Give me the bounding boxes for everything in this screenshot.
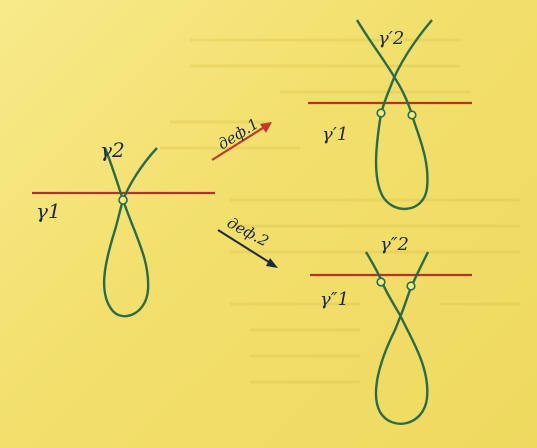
deformed2-right-point	[406, 281, 416, 291]
original-label-upper: γ2	[100, 138, 125, 162]
deformed1-left-point	[376, 108, 386, 118]
deformed2-left-point	[376, 277, 386, 287]
deformed2-label-upper: γ″2	[380, 234, 409, 255]
deformed1-right-point	[407, 110, 417, 120]
deformed2-loop-curve	[364, 251, 430, 425]
deformed1-loop-curve	[355, 19, 433, 211]
arrow-def2: деф.2	[217, 214, 278, 268]
original-intersection-point	[118, 195, 128, 205]
figure-deformed-2: γ″2 γ″1	[310, 234, 472, 425]
deformed1-label-lower: γ′1	[322, 124, 348, 145]
figure-original: γ2 γ1	[32, 138, 215, 318]
deformed2-label-lower: γ″1	[320, 289, 349, 310]
background-text-texture	[160, 38, 520, 384]
original-loop-curve	[102, 147, 158, 318]
figure-deformed-1: γ′2 γ′1	[308, 19, 472, 211]
arrow-def2-label: деф.2	[224, 214, 272, 251]
deformed1-label-upper: γ′2	[378, 28, 404, 49]
original-label-lower: γ1	[36, 199, 61, 223]
